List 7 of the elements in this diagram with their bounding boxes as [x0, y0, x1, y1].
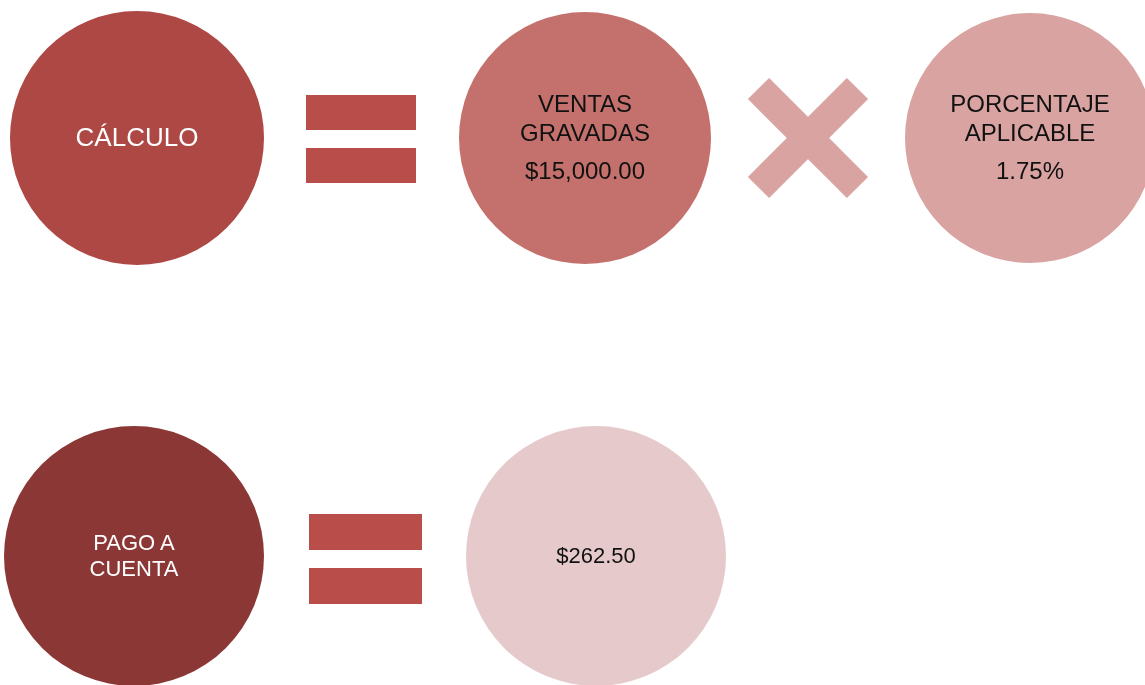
node-label: CÁLCULO — [75, 122, 199, 154]
node-value: $15,000.00 — [524, 157, 646, 187]
node-label: PORCENTAJE APLICABLE — [949, 89, 1111, 148]
node-label: PAGO A CUENTA — [88, 529, 180, 583]
node-label: $262.50 — [556, 542, 636, 570]
node-label: VENTAS GRAVADAS — [519, 89, 651, 148]
node-value: 1.75% — [995, 157, 1065, 187]
